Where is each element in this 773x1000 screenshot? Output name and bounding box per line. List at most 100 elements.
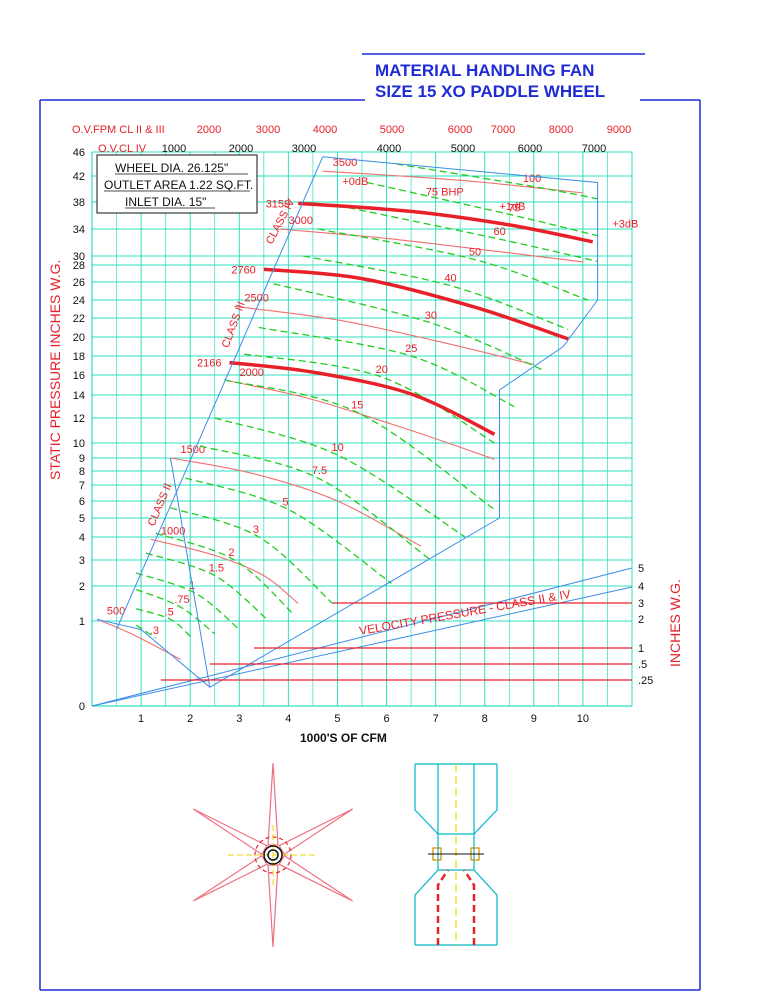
x-tick-label: 3 bbox=[236, 713, 242, 725]
bhp-label-100: 100 bbox=[523, 173, 541, 185]
bhp-curve-5 bbox=[185, 477, 392, 584]
y-axis-title: STATIC PRESSURE INCHES W.G. bbox=[47, 260, 63, 480]
annotation: +0dB bbox=[342, 176, 368, 188]
ov-cl4-tick-label: 2000 bbox=[229, 143, 253, 155]
speed-label-1000: 1000 bbox=[161, 525, 185, 537]
wheel-diameter: WHEEL DIA. 26.125" bbox=[115, 161, 228, 175]
speed-curve-2500 bbox=[234, 305, 534, 366]
envelope-line bbox=[322, 156, 599, 518]
speed-label-1500: 1500 bbox=[181, 444, 205, 456]
bhp-label-75: 75 bbox=[508, 203, 520, 215]
y-tick-label: 3 bbox=[79, 555, 85, 567]
y2-axis-title: INCHES W.G. bbox=[667, 579, 683, 667]
paddle-wheel-side-view-icon bbox=[414, 763, 498, 946]
max-speed-curve-2760 bbox=[263, 267, 569, 341]
bhp-label-40: 40 bbox=[444, 273, 456, 285]
max-speed-curve-2166 bbox=[229, 360, 496, 436]
velocity-pressure-line bbox=[91, 586, 633, 707]
bhp-label-2: 2 bbox=[228, 547, 234, 559]
vp-tick-label: .5 bbox=[638, 659, 647, 671]
speed-curve-500 bbox=[96, 618, 181, 660]
ov-cl4-tick-label: 7000 bbox=[582, 143, 606, 155]
bhp-label-20: 20 bbox=[376, 364, 388, 376]
annotation: 75 BHP bbox=[426, 187, 464, 199]
ov-cl23-tick-label: 7000 bbox=[491, 124, 515, 136]
bhp-curve-7.5 bbox=[199, 445, 432, 561]
vp-tick-label: 1 bbox=[638, 643, 644, 655]
bhp-curve-75 bbox=[366, 181, 598, 237]
class-label: CLASS II bbox=[146, 482, 175, 528]
x-tick-label: 2 bbox=[187, 713, 193, 725]
bhp-curve-1.5 bbox=[145, 552, 270, 622]
velocity-pressure-line bbox=[91, 567, 633, 707]
bhp-curve-100 bbox=[396, 163, 598, 200]
vp-tick-label: 3 bbox=[638, 598, 644, 610]
envelope-line bbox=[170, 457, 211, 688]
y-tick-label: 18 bbox=[73, 351, 85, 363]
y-tick-label: 4 bbox=[79, 532, 85, 544]
vp-tick-label: 2 bbox=[638, 614, 644, 626]
ov-cl23-tick-label: 5000 bbox=[380, 124, 404, 136]
speed-label-2500: 2500 bbox=[244, 292, 268, 304]
bhp-curve-10 bbox=[214, 417, 466, 538]
ov-cl23-tick-label: 8000 bbox=[549, 124, 573, 136]
bhp-label-60: 60 bbox=[493, 226, 505, 238]
ov-cl23-tick-label: 3000 bbox=[256, 124, 280, 136]
speed-curve-1500 bbox=[170, 457, 422, 547]
bhp-label-25: 25 bbox=[405, 343, 417, 355]
speed-label-2000: 2000 bbox=[239, 367, 263, 379]
y-tick-label: 38 bbox=[73, 197, 85, 209]
bhp-curve-50 bbox=[317, 228, 589, 301]
chart-title-line-2: SIZE 15 XO PADDLE WHEEL bbox=[375, 82, 605, 101]
ov-cl4-tick-label: 1000 bbox=[162, 143, 186, 155]
speed-curve-3000 bbox=[278, 228, 583, 263]
outlet-area: OUTLET AREA 1.22 SQ.FT. bbox=[104, 178, 253, 192]
bhp-label-.75: .75 bbox=[174, 594, 189, 606]
wheel-info-box: WHEEL DIA. 26.125" OUTLET AREA 1.22 SQ.F… bbox=[96, 154, 258, 214]
speed-curve-2000 bbox=[229, 380, 495, 460]
y-tick-label: 2 bbox=[79, 581, 85, 593]
bhp-label-7.5: 7.5 bbox=[312, 465, 327, 477]
inlet-diameter: INLET DIA. 15" bbox=[125, 195, 206, 209]
plot-grid bbox=[91, 151, 633, 707]
chart-annotations: 75 BHP+0dB+1dB+3dB bbox=[342, 176, 638, 231]
y-tick-label: 8 bbox=[79, 466, 85, 478]
bhp-curve-30 bbox=[273, 283, 544, 371]
bhp-label-1.5: 1.5 bbox=[209, 563, 224, 575]
chart-title-line-1: MATERIAL HANDLING FAN bbox=[375, 61, 594, 80]
max-speed-label-2166: 2166 bbox=[197, 358, 221, 370]
bhp-curve-.3 bbox=[135, 624, 157, 639]
speed-curve-1000 bbox=[150, 538, 299, 604]
x-tick-label: 4 bbox=[285, 713, 291, 725]
paddle-wheel-front-view-icon bbox=[192, 762, 354, 948]
vp-tick-label: 4 bbox=[638, 581, 644, 593]
x-axis-title: 1000'S OF CFM bbox=[300, 731, 387, 745]
y-tick-label: 12 bbox=[73, 413, 85, 425]
vp-tick-label: .25 bbox=[638, 675, 653, 687]
speed-label-500: 500 bbox=[107, 605, 125, 617]
ov-cl23-tick-label: 9000 bbox=[607, 124, 631, 136]
ov-cl23-tick-label: 4000 bbox=[313, 124, 337, 136]
velocity-pressure-annotation: VELOCITY PRESSURE - CLASS II & IV bbox=[358, 587, 572, 638]
bhp-curve-1 bbox=[135, 572, 240, 631]
ov-cl23-tick-label: 2000 bbox=[197, 124, 221, 136]
ov-cl4-label: O.V.CL IV bbox=[98, 143, 147, 155]
max-speed-curve-3159 bbox=[298, 201, 594, 244]
bhp-curve-20 bbox=[244, 353, 495, 444]
bhp-curve-.75 bbox=[135, 588, 216, 635]
bhp-curve-40 bbox=[302, 255, 569, 331]
max-speed-label-2760: 2760 bbox=[231, 264, 255, 276]
x-tick-label: 6 bbox=[383, 713, 389, 725]
ov-cl4-tick-label: 6000 bbox=[518, 143, 542, 155]
bhp-label-5: 5 bbox=[282, 497, 288, 509]
y-tick-label: 16 bbox=[73, 370, 85, 382]
y-tick-label: 5 bbox=[79, 513, 85, 525]
y-tick-label: 34 bbox=[73, 224, 85, 236]
vp-tick-label: 5 bbox=[638, 563, 644, 575]
bhp-curve-3 bbox=[170, 507, 333, 604]
